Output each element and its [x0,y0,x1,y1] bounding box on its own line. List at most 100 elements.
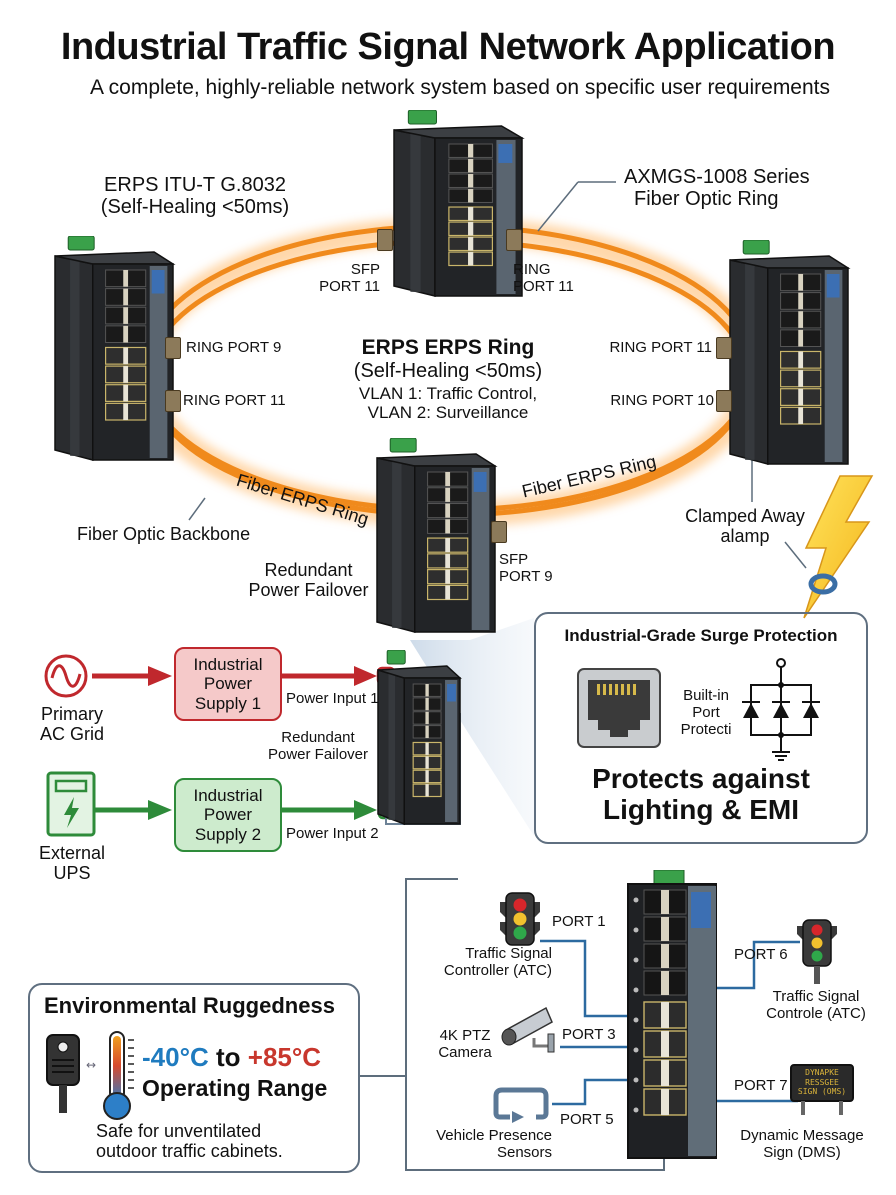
dms-line: SIGN (OMS) [797,1087,847,1097]
surge-panel-title: Industrial-Grade Surge Protection [564,626,838,645]
external-ups-label: External UPS [22,843,122,883]
sfp-module [491,521,507,543]
sfp-module [377,229,393,251]
device-vehicle-sensor-label: Vehicle Presence Sensors [418,1127,552,1162]
page-subtitle: A complete, highly-reliable network syst… [89,76,830,99]
dms-screen-text: DYNAPKE RESSGEE SIGN (OMS) [791,1068,853,1097]
operating-range-label: Operating Range [142,1075,328,1101]
sfp-module [716,337,732,359]
series-label: AXMGS-1008 Series Fiber Optic Ring [624,166,810,211]
sfp-module [716,390,732,412]
power-terminal-block [407,110,437,125]
power-terminal-block [389,438,417,453]
builtin-line: Built-in [683,687,729,704]
redundant-line1: Redundant [264,560,353,580]
port-7-label: PORT 7 [734,1077,788,1094]
supply2-line: Industrial [193,786,263,806]
redundant-power-label: Redundant Power Failover [236,560,381,600]
cluster-bracket [358,878,665,1171]
temp-to: to [216,1042,241,1072]
builtin-line: Protecti [680,720,732,738]
redundant-line2: Power Failover [248,580,369,601]
supply1-line: Industrial [193,655,263,675]
backbone-leader-line [188,497,206,521]
device-traffic-controller-2-label: Traffic Signal Controle (ATC) [756,988,876,1023]
ring-center-label: ERPS ERPS Ring (Self-Healing <50ms) VLAN… [318,336,578,422]
ring-switch-top [393,110,525,297]
device1-line: Controller (ATC) [443,961,552,979]
port-3-label: PORT 3 [562,1026,616,1043]
failover-label: Redundant Power Failover [258,729,378,764]
ring-switch-left [54,236,176,461]
port-label-top-right: RING PORT 11 [513,261,574,296]
power-supply-1-box: Industrial Power Supply 1 [174,647,282,721]
power-arrow-backup [95,800,377,820]
temp-high: +85°C [247,1042,322,1072]
series-leader-line [537,181,579,232]
clamp-leader-line [784,541,807,569]
series-line2: Fiber Optic Ring [634,188,779,211]
ring-center-title: ERPS ERPS Ring [361,336,535,359]
device7-line: Dynamic Message [740,1127,864,1144]
power-input-2-label: Power Input 2 [286,825,379,842]
fiber-backbone-label: Fiber Optic Backbone [77,524,251,544]
vehicle-loop-sensor-icon [493,1087,549,1123]
port-1-label: PORT 1 [552,913,606,930]
svg-text:↔: ↔ [86,1058,96,1072]
erps-standard-line1: ERPS ITU-T G.8032 [104,174,286,196]
source2-line1: External [38,843,106,863]
erps-standard-line2: (Self-Healing <50ms) [100,196,290,219]
port-6-label: PORT 6 [734,946,788,963]
device5-line: Vehicle Presence [436,1127,552,1144]
ring-switch-bottom [376,438,498,633]
device3-line: 4K PTZ [439,1027,491,1044]
device6-line: Traffic Signal [772,988,860,1005]
ptz-camera-icon [501,1006,555,1053]
port-label-line: PORT 9 [499,567,553,585]
page-title: Industrial Traffic Signal Network Applic… [60,26,836,68]
builtin-protection-label: Built-in Port Protecti [668,687,744,738]
sfp-module [506,229,522,251]
device5-line: Sensors [496,1143,552,1161]
power-input-1-label: Power Input 1 [286,690,379,707]
failover-line2: Power Failover [267,745,369,763]
note-line1: Safe for unventilated [96,1121,262,1141]
dms-line: RESSGEE [805,1077,839,1087]
vlan2-label: VLAN 2: Surveillance [367,402,529,422]
device-links [540,939,800,1106]
source1-line2: AC Grid [39,724,104,745]
sfp-module [165,337,181,359]
temperature-range: -40°C to +85°C [142,1042,322,1072]
source1-line1: Primary [41,704,103,724]
traffic-light-icon [500,892,540,946]
device-camera-label: 4K PTZ Camera [430,1027,500,1062]
vlan1-label: VLAN 1: Traffic Control, [358,383,538,403]
power-terminal-block [67,236,95,251]
port-label-bottom: SFP PORT 9 [499,551,553,586]
device-traffic-controller-label: Traffic Signal Controller (ATC) [420,945,552,980]
device-dms-label: Dynamic Message Sign (DMS) [734,1127,870,1162]
note-line2: outdoor traffic cabinets. [96,1141,283,1162]
supply2-line: Supply 2 [194,824,262,844]
clamp-line2: alamp [720,526,770,547]
sfp-module [165,390,181,412]
primary-ac-label: Primary AC Grid [22,704,122,744]
edge-switch [627,870,717,1159]
ring-center-subtitle: (Self-Healing <50ms) [353,359,543,382]
clamp-line1: Clamped Away [685,506,805,526]
port-label-line: PORT 11 [319,277,380,295]
surge-headline: Protects against Lighting & EMI [534,763,868,826]
dms-line: DYNAPKE [805,1068,839,1077]
ring-switch-right [729,240,851,465]
failover-line1: Redundant [281,729,355,746]
ac-grid-icon [44,654,88,698]
clamp-icon [808,573,838,595]
power-terminal-block [386,650,406,665]
lightning-bolt-icon [803,475,874,619]
device3-line: Camera [438,1043,492,1061]
power-supply-2-box: Industrial Power Supply 2 [174,778,282,852]
environment-panel [28,983,360,1173]
port-label-line: SFP [499,551,529,568]
thermometer-icon [103,1031,134,1120]
surge-protection-panel [534,612,868,844]
